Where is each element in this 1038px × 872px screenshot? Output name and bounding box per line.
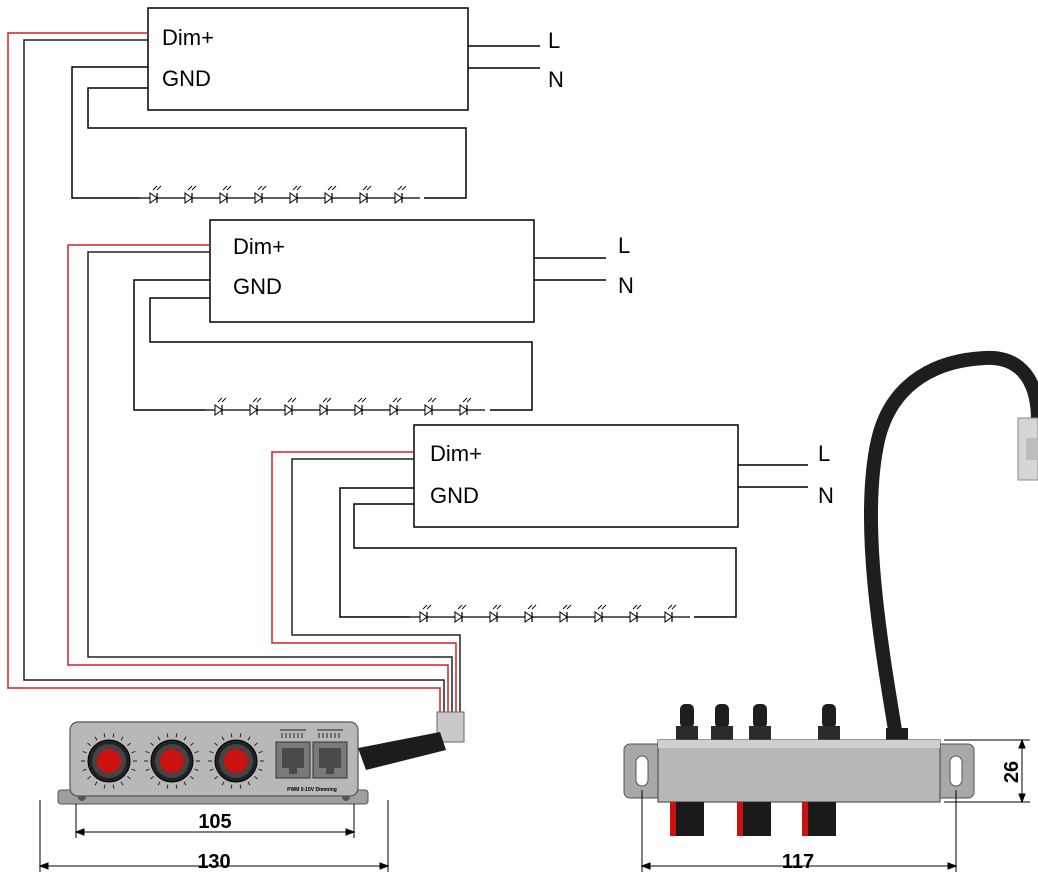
led-diode-icon — [450, 397, 485, 416]
black-wire-driver-2 — [87, 251, 453, 720]
dim-plus-label: Dim+ — [162, 25, 214, 50]
led-diode-icon — [480, 604, 515, 623]
led-diode-icon — [345, 397, 380, 416]
led-diode-icon — [445, 604, 480, 623]
controller-cable — [358, 732, 446, 770]
led-diode-icon — [210, 185, 245, 204]
led-diode-icon — [380, 397, 415, 416]
led-loop-right — [149, 297, 533, 411]
led-diode-icon — [240, 397, 275, 416]
controller-caption: PWM 0-10V Dimming — [287, 787, 337, 793]
gnd-label: GND — [233, 274, 282, 299]
dimension-130 — [38, 800, 390, 872]
dimension-width-label: 117 — [782, 851, 814, 872]
led-string — [205, 397, 485, 416]
led-diode-icon — [310, 397, 345, 416]
led-diode-icon — [205, 397, 240, 416]
dimension-outer-label: 130 — [197, 851, 230, 872]
plug-latch — [1026, 438, 1038, 460]
driver-3: Dim+ GND L N — [339, 424, 834, 623]
side-cable — [863, 350, 1038, 749]
led-diode-icon — [350, 185, 385, 204]
driver-1: Dim+ GND L N — [71, 7, 564, 204]
line-label: L — [618, 233, 630, 258]
rj45-port-2[interactable] — [312, 741, 348, 779]
side-housing — [657, 739, 941, 803]
knob-shafts — [676, 704, 840, 740]
side-knob-2[interactable] — [737, 802, 771, 836]
dimming-wires — [7, 32, 465, 743]
led-diode-icon — [140, 185, 175, 204]
led-loop-right — [353, 503, 737, 618]
gnd-label: GND — [162, 66, 211, 91]
driver-box — [147, 7, 469, 111]
neutral-label: N — [618, 273, 634, 298]
red-wire-driver-1 — [7, 32, 441, 720]
dim-knob-2[interactable] — [144, 733, 200, 789]
port-pin-marks — [280, 729, 343, 738]
led-loop-left — [339, 487, 414, 618]
led-diode-icon — [245, 185, 280, 204]
led-diode-icon — [515, 604, 550, 623]
dimension-height-label: 26 — [1001, 761, 1023, 783]
housing-highlight — [658, 740, 940, 748]
driver-2: Dim+ GND L N — [133, 219, 634, 416]
led-diode-icon — [550, 604, 585, 623]
led-diode-icon — [655, 604, 690, 623]
side-knob-1[interactable] — [670, 802, 704, 836]
red-wire-driver-3 — [271, 451, 457, 720]
side-knob-3[interactable] — [802, 802, 836, 836]
led-diode-icon — [585, 604, 620, 623]
led-diode-icon — [280, 185, 315, 204]
dimension-26 — [944, 738, 1030, 804]
line-label: L — [548, 28, 560, 53]
neutral-label: N — [548, 67, 564, 92]
led-diode-icon — [410, 604, 445, 623]
dim-plus-label: Dim+ — [430, 441, 482, 466]
led-string — [140, 185, 420, 204]
driver-box — [209, 219, 535, 323]
dimension-117 — [640, 790, 958, 872]
led-loop-left — [71, 66, 148, 199]
dim-knob-3[interactable] — [208, 733, 264, 789]
led-string — [410, 604, 690, 623]
dimension-inner-label: 105 — [198, 811, 231, 833]
black-wire-driver-3 — [291, 458, 461, 720]
cable-gland — [886, 728, 908, 742]
controller-side-view: 117 26 — [623, 350, 1038, 872]
mount-slot-right — [949, 755, 963, 787]
led-diode-icon — [275, 397, 310, 416]
dim-knob-1[interactable] — [81, 733, 137, 789]
led-loop-right — [87, 87, 467, 199]
led-diode-icon — [415, 397, 450, 416]
dim-plus-label: Dim+ — [233, 234, 285, 259]
controller-front-view: PWM 0-10V Dimming 105 130 — [38, 721, 446, 872]
driver-box — [413, 424, 739, 528]
led-loop-left — [133, 279, 210, 411]
red-wire-driver-2 — [67, 244, 449, 720]
led-diode-icon — [315, 185, 350, 204]
line-label: L — [818, 441, 830, 466]
led-diode-icon — [620, 604, 655, 623]
led-diode-icon — [175, 185, 210, 204]
neutral-label: N — [818, 483, 834, 508]
rj45-port-1[interactable] — [275, 741, 311, 779]
led-diode-icon — [385, 185, 420, 204]
mount-slot-left — [635, 755, 649, 787]
black-wire-driver-1 — [23, 39, 445, 720]
dimension-105 — [74, 804, 356, 838]
gnd-label: GND — [430, 483, 479, 508]
